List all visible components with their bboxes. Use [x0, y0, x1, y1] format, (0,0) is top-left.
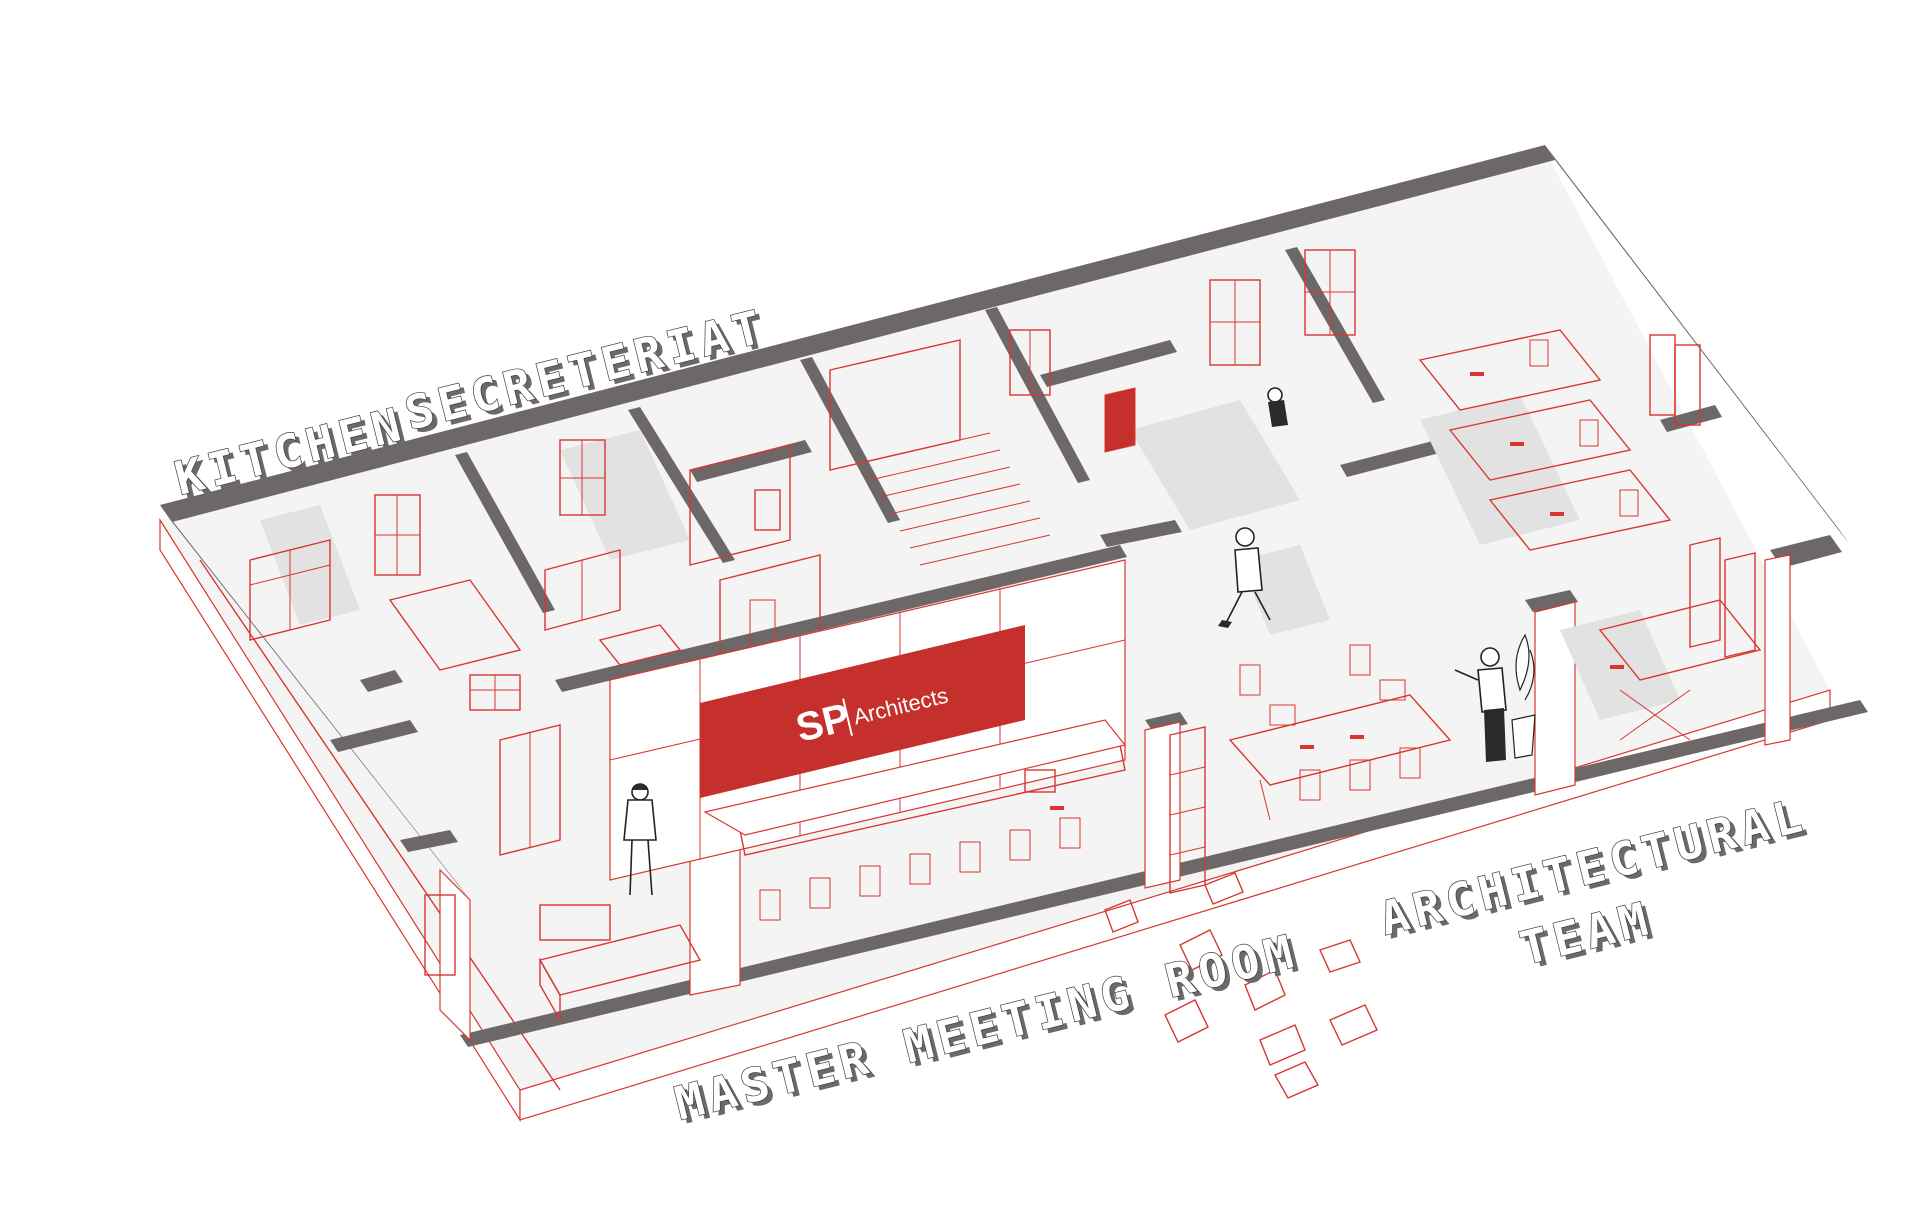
meeting-room: SP Architects	[538, 559, 1206, 1023]
person-walking	[1218, 527, 1271, 628]
person-meeting-room	[623, 783, 657, 896]
secreteriat-room	[544, 439, 682, 666]
kitchen-room	[249, 494, 561, 976]
person-standing-team	[1454, 647, 1507, 762]
architectural-team-area	[1228, 329, 1762, 821]
shadows	[260, 395, 1680, 720]
stairs	[829, 339, 1051, 566]
window-row	[1009, 249, 1701, 426]
interior-walls	[330, 247, 1578, 852]
red-keyboards	[1050, 372, 1624, 810]
person-seated-back	[1267, 387, 1288, 427]
logo-panel	[700, 625, 1025, 798]
red-door	[1104, 387, 1136, 453]
front-wall	[439, 554, 1868, 1047]
scattered-papers	[1104, 872, 1378, 1099]
plant	[1511, 633, 1536, 759]
